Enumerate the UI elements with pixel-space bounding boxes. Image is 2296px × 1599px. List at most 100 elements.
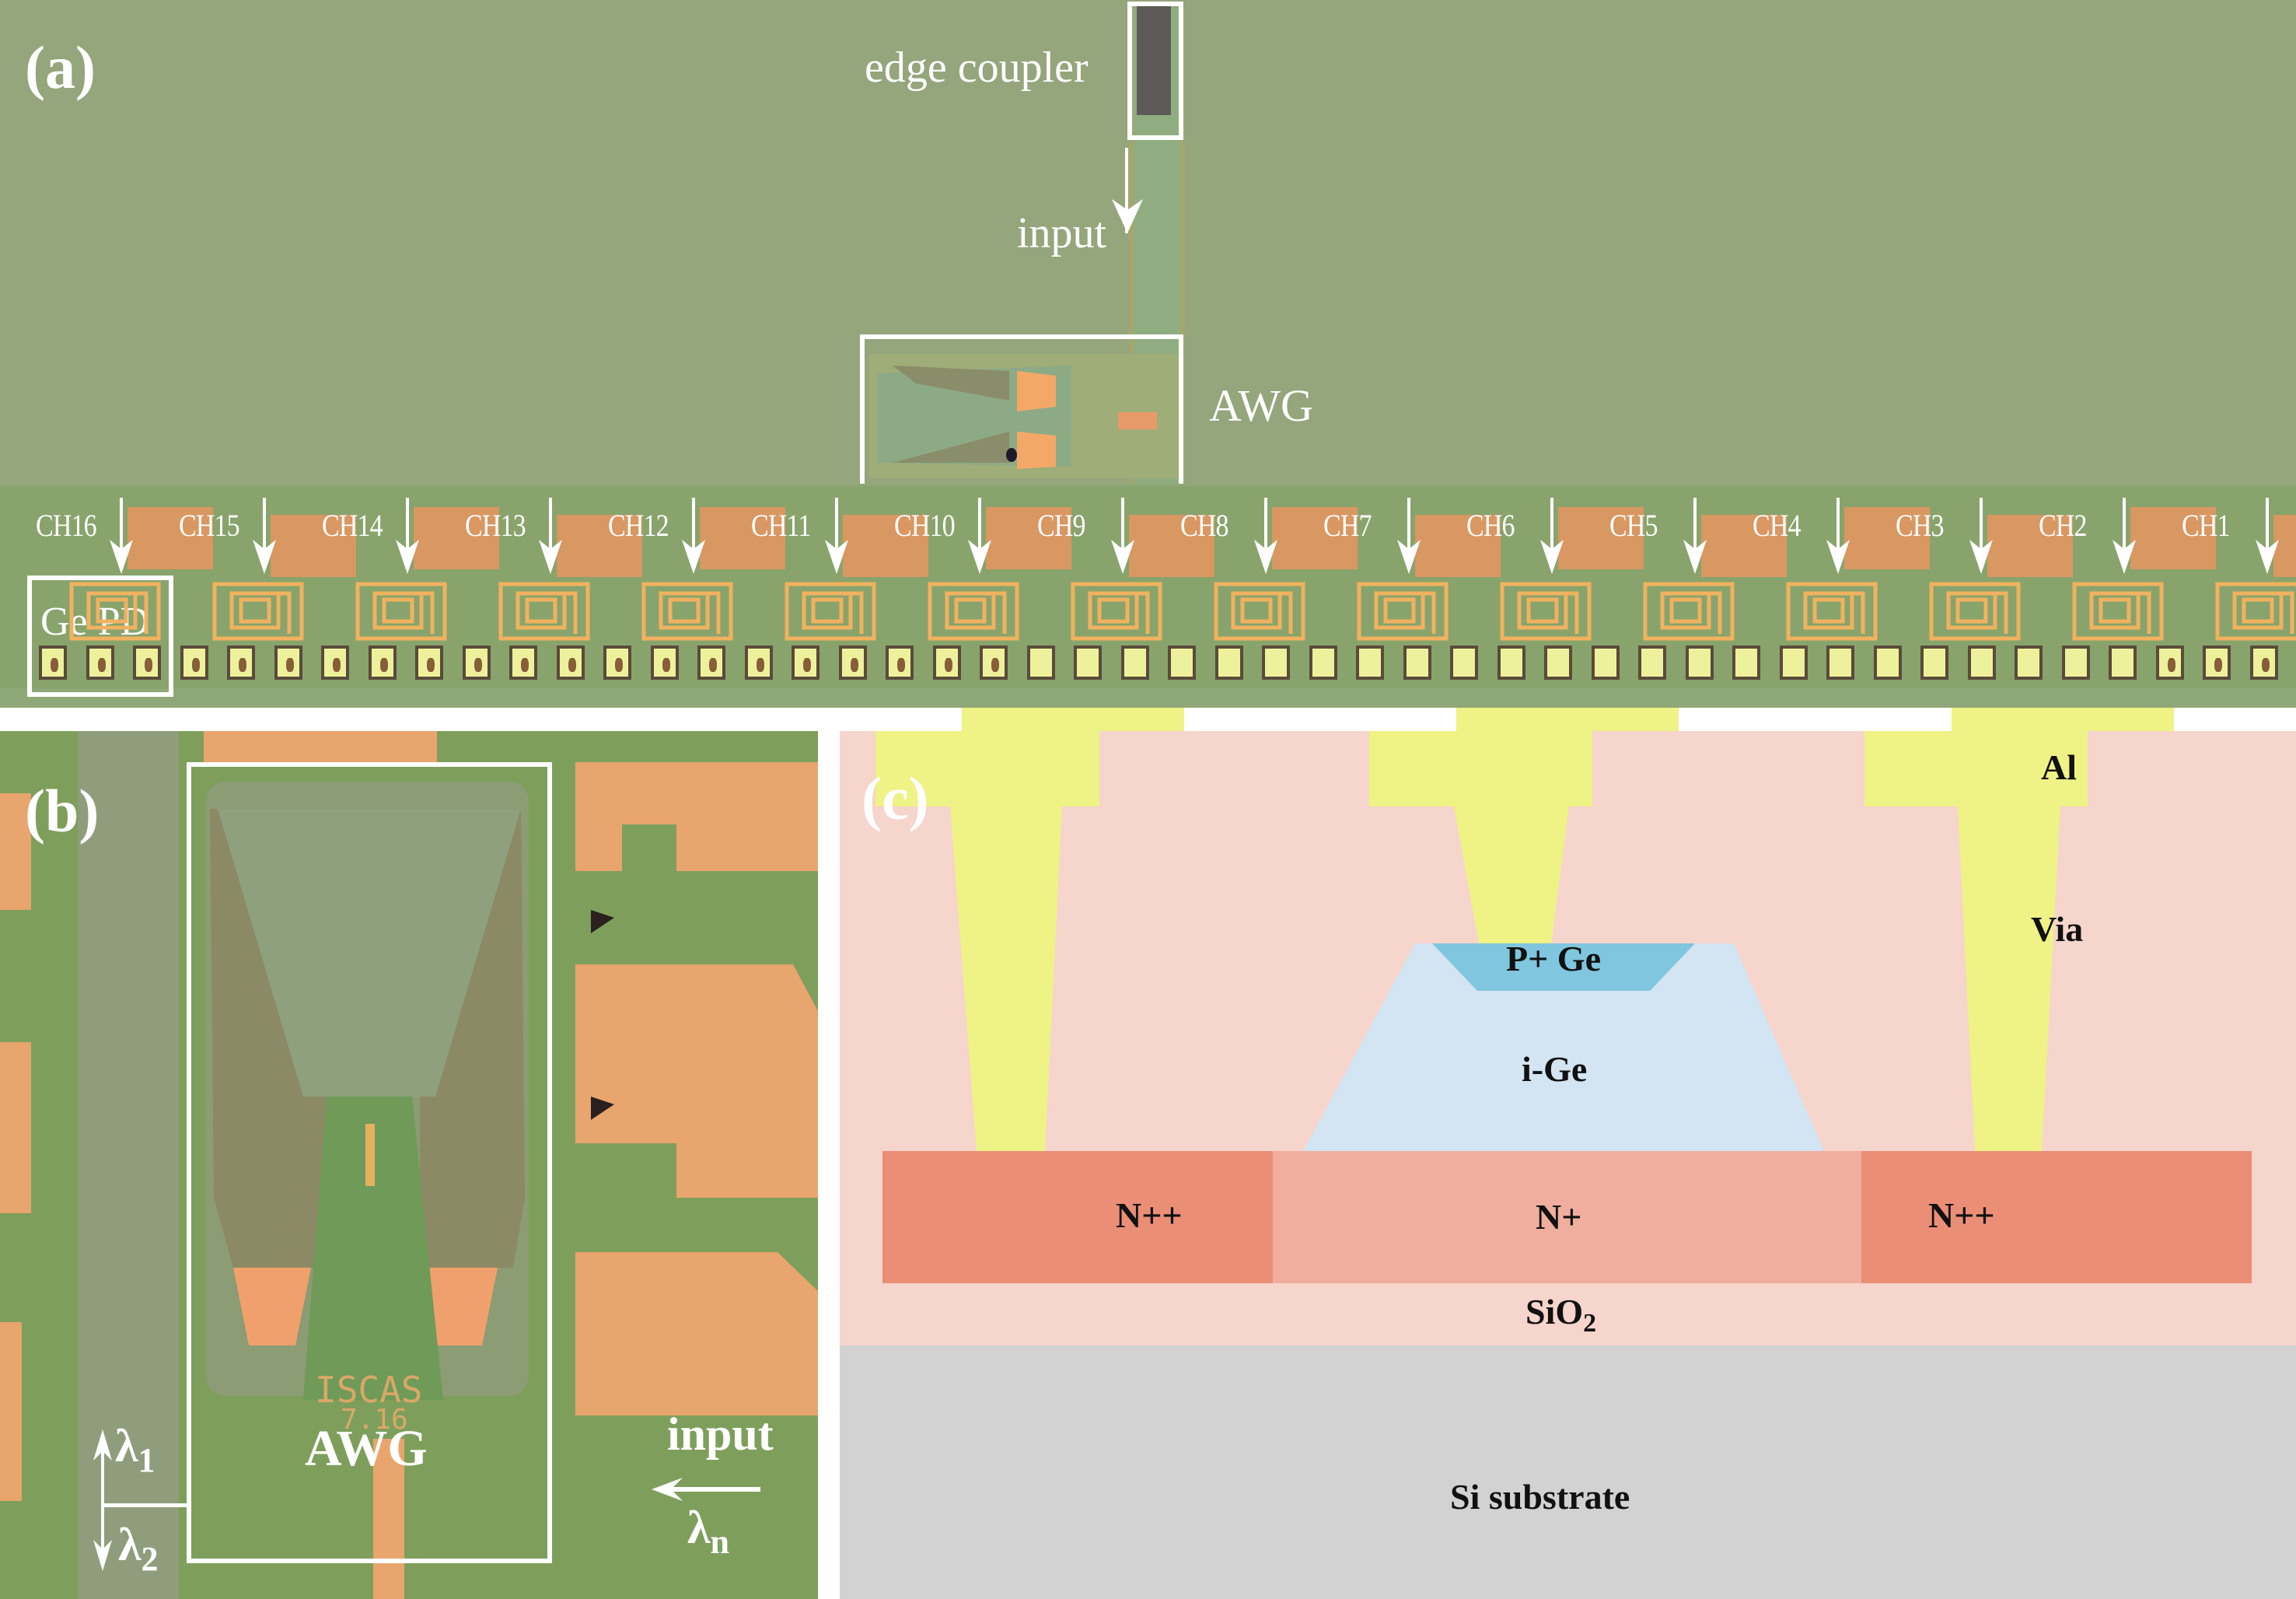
heater-pad [2273,515,2296,577]
channel-arrow-icon [549,498,552,568]
bond-pad [2249,646,2278,680]
panel-b-label: (b) [25,777,100,845]
channel-arrowhead-icon [968,540,991,574]
channel-label: CH3 [1896,508,1945,543]
bond-pad [792,646,820,680]
probe-mark [239,658,246,672]
probe-mark [474,658,482,672]
bond-pad [415,646,443,680]
bond-pad [2155,646,2184,680]
bond-pad [1120,646,1149,680]
probe-mark [521,658,529,672]
sio2-text: SiO [1525,1292,1584,1331]
probe-mark [709,658,717,672]
ge-pd-contact-spiral [355,582,447,641]
channel-arrowhead-icon [2256,540,2279,574]
probe-mark [333,658,341,672]
bond-pad [1262,646,1290,680]
channel-arrow-icon [263,498,266,568]
channel-arrow-icon [1836,498,1840,568]
channel-arrowhead-icon [253,540,276,574]
lambda-1-label: λ1 [115,1419,155,1480]
cross-section-diagram [840,731,2296,1599]
heater-pad [128,507,213,569]
channel-arrowhead-icon [682,540,705,574]
channel-label: CH2 [2039,508,2088,543]
channel-label: CH11 [751,508,811,543]
bond-pad [2109,646,2137,680]
sio2-label: SiO2 [1525,1291,1596,1338]
via-middle [1369,731,1592,943]
channel-arrow-icon [406,498,409,568]
channel-arrowhead-icon [2113,540,2136,574]
bond-pad [180,646,208,680]
heater-pad [843,515,928,577]
channel-label: CH16 [36,508,97,543]
bond-pad [932,646,961,680]
probe-mark [944,658,952,672]
p-plus-ge-label: P+ Ge [1506,939,1602,978]
bond-pad [650,646,679,680]
bond-pad [2061,646,2090,680]
channel-label: CH15 [179,508,240,543]
lambda-2-subscript: 2 [141,1540,159,1578]
heater-pad [557,515,642,577]
si-substrate-label: Si substrate [1450,1477,1630,1517]
channel-arrow-icon [2123,498,2126,568]
channel-arrow-icon [978,498,981,568]
bond-pad [1168,646,1196,680]
bond-pad [1309,646,1337,680]
heater-pad [986,507,1071,569]
lambda-2-label: λ2 [118,1518,158,1579]
channel-arrowhead-icon [1969,540,1993,574]
panel-c-cross-section: (c) Al Via P+ Ge i-Ge N++ N+ N++ SiO2 Si… [840,731,2296,1599]
channel-arrowhead-icon [396,540,419,574]
bond-pad [1779,646,1808,680]
bond-pad [1356,646,1384,680]
arrow-down-icon [93,1540,112,1571]
channel-arrow-icon [1980,498,1983,568]
bond-pad [1450,646,1478,680]
channel-label: CH10 [894,508,956,543]
channel-arrowhead-icon [539,540,562,574]
bond-pad [556,646,585,680]
channel-arrow-icon [2266,498,2269,568]
bond-pad [462,646,491,680]
via-right [1864,731,2088,1151]
awg-highlight-box [187,762,552,1563]
bond-pad [1920,646,1948,680]
bond-pad [1732,646,1760,680]
i-ge-mesa [1303,943,1824,1151]
bond-pad [1591,646,1620,680]
bond-pad [1638,646,1666,680]
lambda-1-subscript: 1 [138,1441,156,1479]
bond-pad [86,646,114,680]
output-connector-line [101,1503,188,1507]
bond-pad [1967,646,1996,680]
bond-pad [1873,646,1902,680]
ge-pd-contact-spiral [1929,582,2021,641]
awg-device [869,354,1180,478]
probe-mark [51,658,58,672]
bond-pad [603,646,631,680]
heater-pad [271,515,356,577]
channel-arrowhead-icon [825,540,848,574]
ge-pd-contact-spiral [641,582,733,641]
channel-label: CH4 [1753,508,1802,543]
lambda-n-label: λn [687,1501,729,1562]
channel-arrow-icon [1693,498,1697,568]
channel-label: CH14 [322,508,383,543]
al-pad-left-overlap [962,708,1184,731]
al-pad-right-overlap [1952,708,2174,731]
channel-arrow-icon [692,498,695,568]
ge-pd-contact-spiral [2072,582,2164,641]
panel-c-label: (c) [861,765,929,832]
heater-pad [1844,507,1930,569]
bond-pad [133,646,161,680]
probe-mark [191,658,200,672]
channel-arrowhead-icon [1826,540,1850,574]
bond-pad [1074,646,1102,680]
heater-pad [700,507,785,569]
bond-pad [886,646,914,680]
